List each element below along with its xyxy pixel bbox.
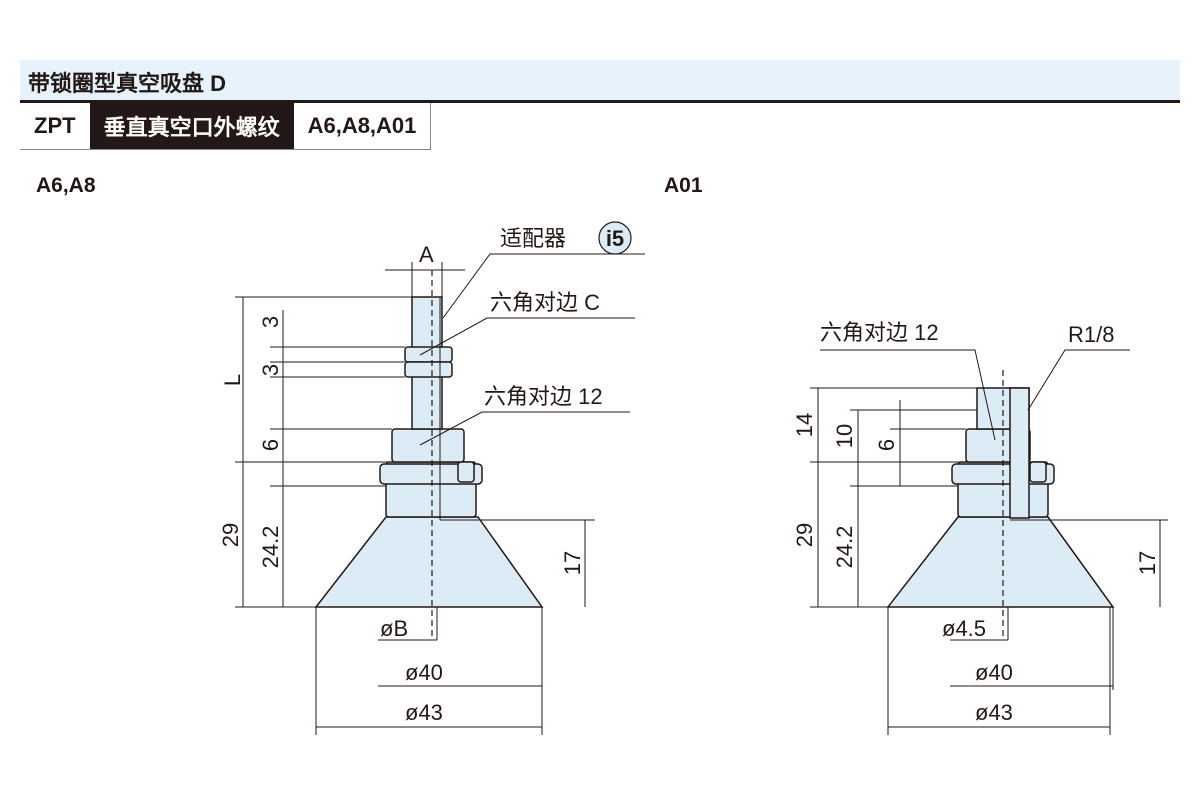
left-view-title: A6,A8 (36, 174, 96, 197)
dim-ob: øB (380, 616, 408, 641)
dim-6: 6 (874, 439, 899, 451)
left-drawing: A 适配器 i5 六角对边 C 六角对边 12 L 3 3 6 29 24.2 … (218, 221, 645, 735)
dim-a: A (419, 242, 434, 267)
callout-hex-12: 六角对边 12 (820, 320, 939, 345)
dim-3a: 3 (258, 316, 283, 328)
dim-o40: ø40 (975, 660, 1013, 685)
right-drawing: 六角对边 12 R1/8 14 10 6 29 24.2 17 ø4.5 ø40… (792, 320, 1168, 735)
callout-hex-c: 六角对边 C (490, 290, 600, 315)
callout-adapter: 适配器 (500, 226, 566, 251)
dim-14: 14 (792, 413, 817, 437)
callout-hex-12: 六角对边 12 (484, 384, 603, 409)
dim-o43: ø43 (405, 700, 443, 725)
dim-24-2: 24.2 (258, 526, 283, 569)
tab-variants: A6,A8,A01 (294, 103, 432, 149)
callout-thread: R1/8 (1068, 322, 1114, 347)
suction-cup (886, 516, 1115, 608)
dim-o43: ø43 (975, 700, 1013, 725)
dim-6: 6 (258, 439, 283, 451)
dim-o40: ø40 (405, 660, 443, 685)
nut-2 (404, 361, 453, 378)
dim-24-2: 24.2 (832, 526, 857, 569)
tab-port-type: 垂直真空口外螺纹 (89, 103, 294, 149)
adapter-badge: i5 (606, 226, 624, 251)
dim-17: 17 (1135, 551, 1160, 575)
nut-1 (404, 346, 453, 363)
dim-l: L (220, 374, 245, 386)
model-tabs: ZPT 垂直真空口外螺纹 A6,A8,A01 (20, 103, 432, 150)
adapter-badge-circle (598, 221, 632, 255)
dim-29: 29 (792, 523, 817, 547)
hex-12 (391, 428, 465, 463)
section-header: 带锁圈型真空吸盘 D (20, 60, 1180, 103)
dim-10: 10 (832, 424, 857, 448)
dim-3b: 3 (258, 364, 283, 376)
section-title: 带锁圈型真空吸盘 D (28, 71, 227, 96)
tab-model: ZPT (34, 113, 76, 138)
dim-o4-5: ø4.5 (942, 616, 986, 641)
dim-17: 17 (560, 551, 585, 575)
suction-cup (314, 516, 544, 608)
lock-ring (379, 463, 483, 485)
right-view-title: A01 (664, 174, 703, 197)
dim-29: 29 (218, 523, 243, 547)
